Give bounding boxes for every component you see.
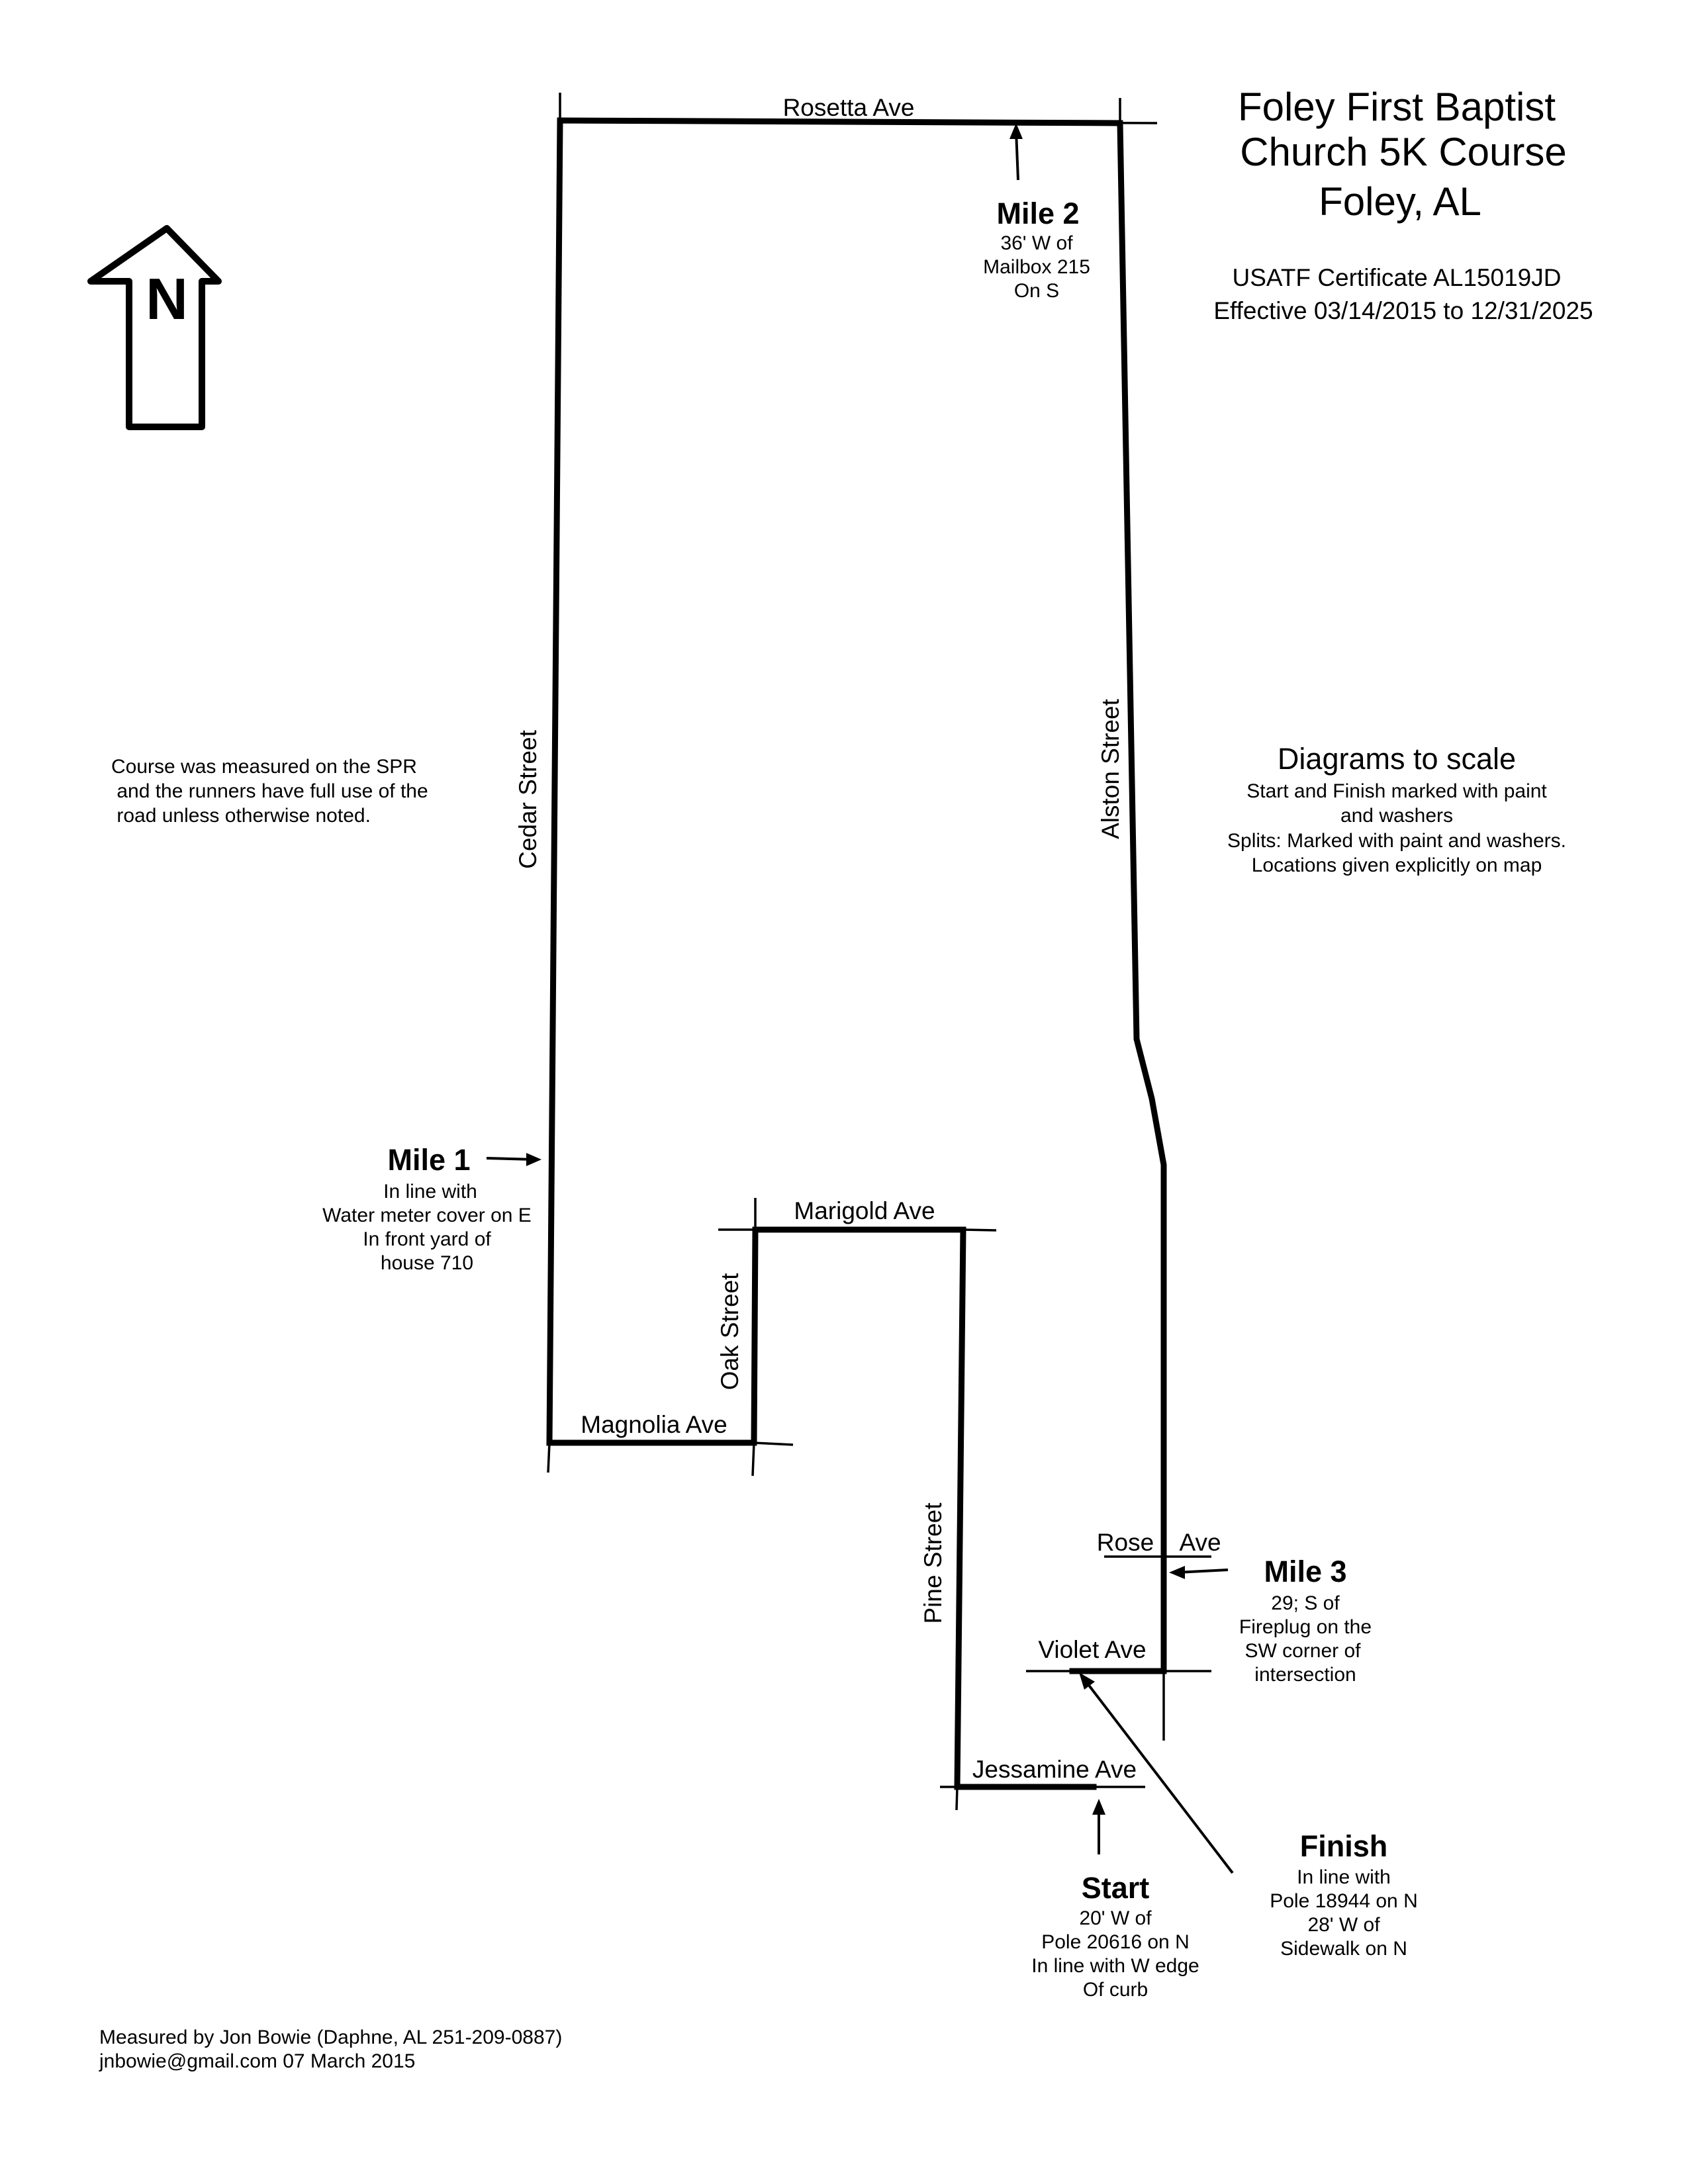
street-label-rose-ave: Ave — [1179, 1529, 1221, 1556]
north-label: N — [146, 266, 188, 332]
mile1-line-3: In front yard of — [363, 1228, 491, 1250]
course-route-north — [546, 117, 1167, 1674]
mile3-line-2: Fireplug on the — [1239, 1616, 1372, 1638]
certificate-line-2: Effective 03/14/2015 to 12/31/2025 — [1213, 297, 1593, 324]
start-arrowhead-icon — [1092, 1799, 1105, 1815]
mile3-line-3: SW corner of — [1244, 1640, 1361, 1662]
north-arrow-icon — [87, 225, 222, 430]
mile3-line-4: intersection — [1254, 1664, 1356, 1686]
footer-line-1: Measured by Jon Bowie (Daphne, AL 251-20… — [99, 2026, 562, 2048]
mile2-label: Mile 2 — [996, 197, 1079, 230]
title-line-3: Foley, AL — [1319, 179, 1481, 224]
measured-note-line-2: and the runners have full use of the — [111, 780, 428, 802]
mile2-line-2: Mailbox 215 — [983, 256, 1090, 278]
street-label-rosetta: Rosetta Ave — [783, 94, 915, 121]
course-route-loop — [546, 1226, 1097, 1790]
street-label-alston: Alston Street — [1097, 698, 1124, 839]
mile2-arrow — [1015, 130, 1019, 181]
street-label-marigold: Marigold Ave — [794, 1197, 935, 1224]
diagram-note-line-3: Splits: Marked with paint and washers. — [1227, 830, 1566, 852]
diagram-note-line-1: Start and Finish marked with paint — [1246, 780, 1547, 802]
finish-arrowhead-icon — [1079, 1672, 1095, 1690]
mile3-label: Mile 3 — [1264, 1555, 1346, 1588]
diagram-note-line-2: and washers — [1340, 805, 1453, 827]
finish-line-2: Pole 18944 on N — [1270, 1890, 1418, 1912]
street-label-oak: Oak Street — [716, 1273, 743, 1390]
street-label-violet: Violet Ave — [1038, 1636, 1146, 1663]
title-line-1: Foley First Baptist — [1238, 85, 1556, 129]
magnolia-ave-line — [753, 1441, 794, 1446]
measured-note-line-3: road unless otherwise noted. — [111, 805, 371, 827]
mile1-arrowhead-icon — [526, 1153, 541, 1166]
mile3-line-1: 29; S of — [1271, 1592, 1340, 1614]
start-line-4: Of curb — [1083, 1979, 1148, 2001]
mile2-arrowhead-icon — [1009, 123, 1023, 139]
mile1-line-4: house 710 — [381, 1252, 473, 1274]
mile3-arrowhead-icon — [1169, 1566, 1185, 1579]
mile1-label: Mile 1 — [387, 1143, 470, 1177]
mile3-arrow — [1176, 1569, 1229, 1574]
start-line-1: 20' W of — [1079, 1907, 1152, 1929]
street-label-cedar: Cedar Street — [514, 729, 541, 868]
rosetta-ave-line — [559, 119, 1158, 124]
finish-label: Finish — [1300, 1829, 1388, 1863]
start-label: Start — [1082, 1871, 1150, 1905]
mile2-line-3: On S — [1014, 280, 1059, 302]
diagram-note-line-4: Locations given explicitly on map — [1252, 854, 1542, 876]
street-label-jessamine: Jessamine Ave — [972, 1756, 1137, 1783]
finish-line-3: 28' W of — [1307, 1914, 1380, 1936]
start-line-2: Pole 20616 on N — [1041, 1931, 1190, 1953]
street-label-magnolia: Magnolia Ave — [581, 1411, 727, 1438]
footer-line-2: jnbowie@gmail.com 07 March 2015 — [99, 2050, 415, 2072]
finish-line-1: In line with — [1297, 1866, 1391, 1888]
street-label-rose: Rose — [1097, 1529, 1154, 1556]
mile1-line-2: Water meter cover on E — [322, 1205, 532, 1226]
mile2-line-1: 36' W of — [1000, 232, 1073, 254]
cedar-street-bottom — [547, 1442, 551, 1473]
measured-note-line-1: Course was measured on the SPR — [111, 756, 417, 778]
street-label-pine: Pine Street — [919, 1502, 947, 1624]
title-line-2: Church 5K Course — [1240, 130, 1567, 174]
certificate-line-1: USATF Certificate AL15019JD — [1233, 264, 1562, 291]
diagram-heading: Diagrams to scale — [1278, 742, 1516, 776]
finish-arrow — [1084, 1680, 1234, 1874]
mile1-line-1: In line with — [383, 1181, 477, 1203]
start-line-3: In line with W edge — [1031, 1955, 1199, 1977]
finish-line-4: Sidewalk on N — [1280, 1938, 1407, 1960]
oak-street-bottom — [751, 1442, 755, 1477]
